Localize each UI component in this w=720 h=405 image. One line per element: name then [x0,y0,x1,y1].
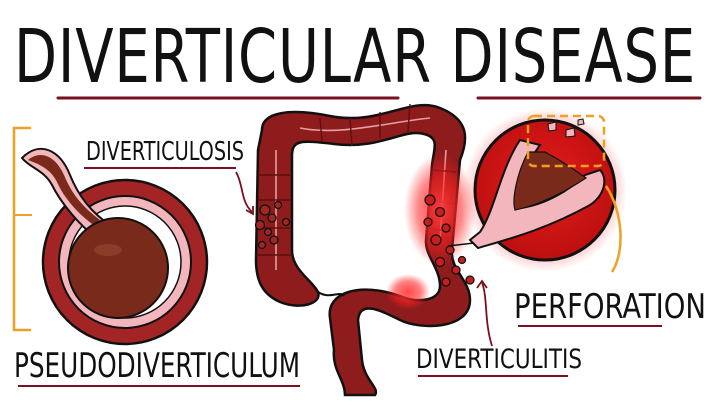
colon-body [254,103,472,397]
label-pseudodiverticulum: PSEUDODIVERTICULUM [14,346,300,386]
appendix-tail [317,291,345,297]
inflammation-glow-lower [386,274,430,310]
page-title: DIVERTICULAR DISEASE [14,14,696,100]
arrowhead-diverticulitis [476,279,488,289]
perforation-illustration [463,108,627,273]
debris-3 [577,118,585,126]
arrowhead-diverticulosis [245,206,254,216]
arrow-diverticulitis [481,281,493,347]
label-perforation: PERFORATION [514,287,706,327]
pouch-highlight [94,244,122,256]
perforation-connector [604,185,622,273]
perforation-highlight-box [526,114,606,168]
debris-1 [547,121,557,132]
left-bracket [12,126,32,332]
neck-lumen [28,155,100,226]
pseudodiverticulum-illustration [12,126,209,346]
colon-illustration [254,103,501,397]
arrow-diverticulosis [235,171,253,213]
diverticulitis-pouches [423,194,475,287]
label-diverticulosis: DIVERTICULOSIS [86,137,244,167]
label-diverticulitis: DIVERTICULITIS [416,344,582,375]
diverticulosis-pouches [254,200,291,250]
debris-2 [565,127,576,138]
pouch-lumen [67,217,169,319]
